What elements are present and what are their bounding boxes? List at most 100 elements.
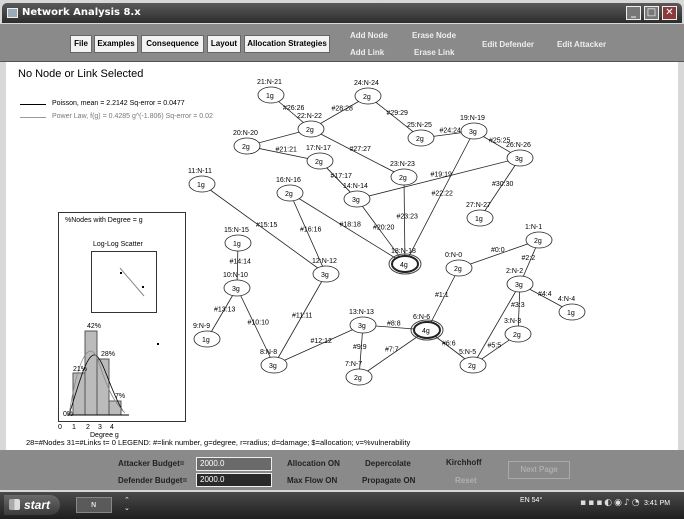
graph-link[interactable] <box>206 287 238 340</box>
link-label: #5:5 <box>488 343 502 350</box>
layout-button[interactable]: Layout <box>207 35 241 53</box>
graph-node-2[interactable]: 3g2:N-2 <box>506 268 534 293</box>
add-node-button[interactable]: Add Node <box>350 31 388 40</box>
file-button[interactable]: File <box>70 35 92 53</box>
examples-button[interactable]: Examples <box>94 35 138 53</box>
node-label: 10:N-10 <box>223 272 248 279</box>
graph-node-6[interactable]: 4g6:N-6 <box>410 314 444 341</box>
graph-link[interactable] <box>289 192 406 265</box>
graph-link[interactable] <box>201 183 327 275</box>
graph-link[interactable] <box>289 192 327 275</box>
defender-budget-input[interactable]: 2000.0 <box>196 473 272 487</box>
graph-link[interactable] <box>358 329 428 378</box>
node-label: 19:N-19 <box>460 115 485 122</box>
graph-link[interactable] <box>426 267 460 331</box>
consequence-button[interactable]: Consequence <box>141 35 204 53</box>
axis-tick: 1 <box>72 424 76 431</box>
node-degree: 2g <box>454 266 462 273</box>
tray-icons[interactable]: ▪▪▪◐◉♪◔ <box>580 498 642 508</box>
reset-button[interactable]: Reset <box>455 476 477 485</box>
close-button[interactable]: ✕ <box>662 6 677 20</box>
graph-link[interactable] <box>273 273 327 366</box>
node-degree: 2g <box>242 144 250 151</box>
graph-link[interactable] <box>356 157 521 200</box>
max-flow-toggle[interactable]: Max Flow ON <box>287 476 338 485</box>
link-label: #2:2 <box>522 255 536 262</box>
graph-link[interactable] <box>358 324 364 378</box>
erase-link-button[interactable]: Erase Link <box>414 48 455 57</box>
graph-link[interactable] <box>404 130 475 265</box>
add-link-button[interactable]: Add Link <box>350 48 385 57</box>
graph-node-9[interactable]: 1g9:N-9 <box>193 323 221 348</box>
graph-link[interactable] <box>367 95 422 139</box>
power-law-legend: Power Law, f(g) = 0.4285 g^(-1.806) Sq-e… <box>52 113 213 120</box>
start-button[interactable]: start <box>4 495 60 515</box>
edit-defender-button[interactable]: Edit Defender <box>482 40 535 49</box>
node-label: 7:N-7 <box>345 361 362 368</box>
system-tray[interactable]: EN 54° <box>520 497 543 504</box>
network-canvas[interactable]: No Node or Link Selected Poisson, mean =… <box>6 62 678 450</box>
scroll-arrows-icon[interactable]: ⌃⌄ <box>124 496 130 512</box>
propagate-toggle[interactable]: Propagate ON <box>362 476 416 485</box>
graph-link[interactable] <box>310 128 405 178</box>
graph-link[interactable] <box>458 239 540 269</box>
link-label: #3:3 <box>511 302 525 309</box>
graph-link[interactable] <box>472 283 521 366</box>
scatter-point <box>120 272 122 274</box>
node-label: 13:N-13 <box>349 309 374 316</box>
erase-node-button[interactable]: Erase Node <box>412 31 457 40</box>
attacker-budget-input[interactable]: 2000.0 <box>196 457 272 471</box>
node-label: 9:N-9 <box>193 323 210 330</box>
minimize-button[interactable]: _ <box>626 6 641 20</box>
node-label: 4:N-4 <box>558 296 575 303</box>
next-page-button[interactable]: Next Page <box>508 461 570 479</box>
link-label: #19:19 <box>431 172 453 179</box>
graph-node-0[interactable]: 2g0:N-0 <box>445 252 473 277</box>
allocation-toggle[interactable]: Allocation ON <box>287 459 340 468</box>
toolbar: File Examples Consequence Layout Allocat… <box>0 24 684 62</box>
graph-node-5[interactable]: 2g5:N-5 <box>459 349 487 374</box>
kirchhoff-button[interactable]: Kirchhoff <box>446 458 482 467</box>
depercolate-button[interactable]: Depercolate <box>365 459 411 468</box>
allocation-strategies-button[interactable]: Allocation Strategies <box>244 35 330 53</box>
link-label: #8:8 <box>387 321 401 328</box>
network-graph[interactable]: #26:26#28:28#29:29#24:24#25:25#21:21#27:… <box>6 62 678 450</box>
graph-node-8[interactable]: 3g8:N-8 <box>260 349 288 374</box>
maximize-button[interactable]: □ <box>644 6 659 20</box>
window-title: Network Analysis 8.x <box>22 7 141 18</box>
node-label: 26:N-26 <box>506 142 531 149</box>
graph-node-4[interactable]: 1g4:N-4 <box>558 296 586 321</box>
taskbar-app-item[interactable]: N <box>76 497 112 513</box>
node-degree: 4g <box>422 328 430 335</box>
title-bar[interactable]: Network Analysis 8.x _ □ ✕ <box>2 3 682 23</box>
bar-label: 21% <box>73 366 88 373</box>
link-label: #11:11 <box>292 313 312 320</box>
graph-link[interactable] <box>236 287 275 366</box>
graph-node-7[interactable]: 2g7:N-7 <box>345 361 373 386</box>
graph-link[interactable] <box>356 198 406 265</box>
graph-node-3[interactable]: 2g3:N-3 <box>504 318 532 343</box>
graph-link[interactable] <box>403 176 406 265</box>
graph-node-1[interactable]: 2g1:N-1 <box>525 224 553 249</box>
edit-attacker-button[interactable]: Edit Attacker <box>557 40 607 49</box>
graph-link[interactable] <box>479 157 521 219</box>
graph-link[interactable] <box>273 324 364 366</box>
